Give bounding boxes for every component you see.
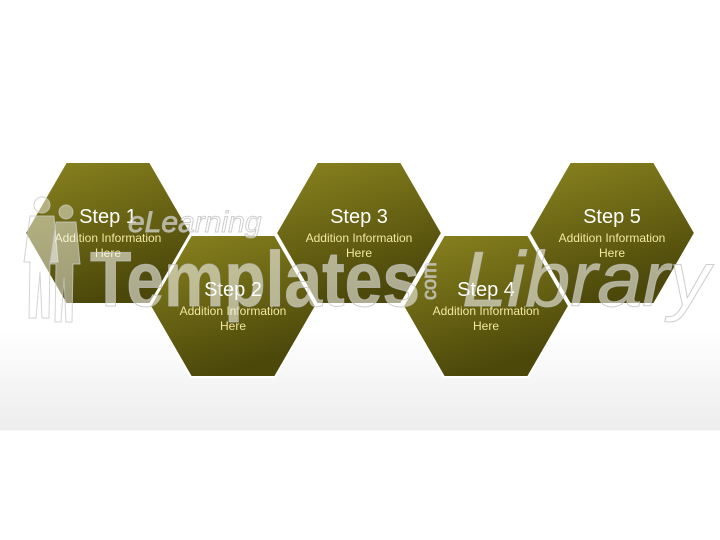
- watermark-elearning: eLearning: [128, 206, 262, 239]
- step-1-desc-line1: Addition Information: [55, 231, 162, 245]
- step-1-hexagon: [23, 161, 193, 305]
- step-4-desc-line1: Addition Information: [433, 304, 540, 318]
- step-4-hexagon: [401, 234, 571, 378]
- watermark-com: com: [419, 262, 441, 300]
- watermark-templates: Templates: [90, 235, 420, 323]
- step-5-title: Step 5: [583, 206, 641, 228]
- step-2-title: Step 2: [204, 279, 262, 301]
- step-2-desc-line2: Here: [220, 319, 246, 333]
- step-1-title: Step 1: [79, 206, 137, 228]
- step-4-hexagon-group: Step 4 Addition Information Here: [401, 234, 571, 378]
- step-3-title: Step 3: [330, 206, 388, 228]
- step-2-desc-line1: Addition Information: [180, 304, 287, 318]
- person-silhouette-icon: [23, 196, 81, 323]
- watermark-library: Library: [462, 235, 714, 323]
- step-3-hexagon-group: Step 3 Addition Information Here: [274, 161, 444, 305]
- step-3-desc-line1: Addition Information: [306, 231, 413, 245]
- step-4-desc-line2: Here: [473, 319, 499, 333]
- step-2-hexagon: [148, 234, 318, 378]
- step-1-desc-line2: Here: [95, 246, 121, 260]
- step-3-hexagon: [274, 161, 444, 305]
- step-1-hexagon-group: Step 1 Addition Information Here: [23, 161, 193, 305]
- watermark: eLearning Templates com Library: [23, 196, 715, 324]
- step-5-hexagon: [527, 161, 697, 305]
- step-5-desc-line1: Addition Information: [559, 231, 666, 245]
- step-2-hexagon-group: Step 2 Addition Information Here: [148, 234, 318, 378]
- step-5-hexagon-group: Step 5 Addition Information Here: [527, 161, 697, 305]
- step-3-desc-line2: Here: [346, 246, 372, 260]
- step-5-desc-line2: Here: [599, 246, 625, 260]
- step-4-title: Step 4: [457, 279, 515, 301]
